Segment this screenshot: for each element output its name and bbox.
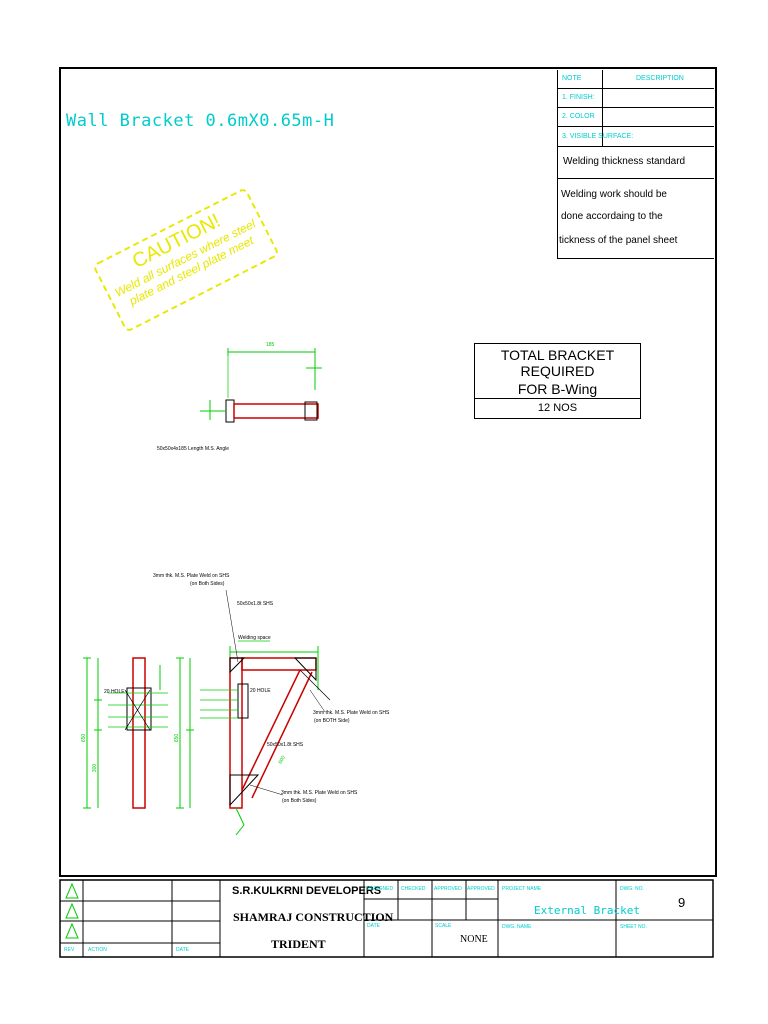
tb-approved-2: APPROVED bbox=[467, 886, 495, 892]
notes-header-description: DESCRIPTION bbox=[636, 75, 684, 82]
tb-rev: REV bbox=[64, 947, 75, 953]
drawing-frame bbox=[59, 67, 717, 877]
plate-weld-diag-label: 3mm thk. M.S. Plate Weld on SHS bbox=[313, 710, 390, 716]
title-block-lines bbox=[59, 879, 714, 958]
welding-space-label: Welding space bbox=[238, 635, 271, 641]
tb-sheet-no-label: SHEET NO. bbox=[620, 924, 647, 930]
tb-date-col: DATE bbox=[176, 947, 189, 953]
revision-triangles bbox=[65, 882, 79, 939]
tb-dwg-no-label: DWG. NO. bbox=[620, 886, 644, 892]
drawing-title: Wall Bracket 0.6mX0.65m-H bbox=[66, 111, 335, 131]
tb-action: ACTION bbox=[88, 947, 107, 953]
tb-project-name-label: PROJECT NAME bbox=[502, 886, 542, 892]
shs-diag-label: 50x50x1.8t SHS bbox=[267, 742, 304, 748]
bracket-required-line1: TOTAL BRACKET REQUIRED bbox=[500, 347, 615, 379]
notes-col-divider bbox=[602, 70, 603, 146]
tb-designed: DESIGNED bbox=[367, 886, 394, 892]
bracket-required-box: TOTAL BRACKET REQUIRED FOR B-Wing 12 NOS bbox=[474, 343, 641, 419]
notes-row-color: 2. COLOR bbox=[558, 108, 714, 127]
bracket-box-divider bbox=[475, 398, 640, 399]
angle-member-view bbox=[200, 348, 322, 423]
hole-right-label: 20 HOLE bbox=[250, 688, 271, 694]
notes-header-row: NOTE DESCRIPTION bbox=[558, 70, 714, 89]
front-elevation-view bbox=[176, 589, 331, 836]
notes-header-note: NOTE bbox=[562, 75, 582, 82]
plate-weld-diag-label-b: (on BOTH Side) bbox=[314, 718, 350, 724]
tb-checked: CHECKED bbox=[401, 886, 426, 892]
hole-left-label: 20 HOLE bbox=[104, 689, 125, 695]
tb-project-line1: SHAMRAJ CONSTRUCTION bbox=[233, 910, 394, 924]
notes-welding-standard: Welding thickness standard bbox=[563, 156, 686, 167]
notes-welding-work-3: tickness of the panel sheet bbox=[559, 235, 678, 246]
angle-label: 50x50x4x185 Length M.S. Angle bbox=[157, 446, 229, 452]
top-dim-label: 185 bbox=[266, 342, 275, 348]
dim-650-left: 650 bbox=[81, 733, 88, 743]
dim-300: 300 bbox=[92, 763, 99, 773]
notes-row-visible: 3. VISIBLE SURFACE: bbox=[558, 127, 714, 147]
plate-weld-label-1b: (on Both Sides) bbox=[190, 581, 225, 587]
dim-650-right: 650 bbox=[174, 733, 181, 743]
plate-weld-label-2: 3mm thk. M.S. Plate Weld on SHS bbox=[281, 790, 358, 796]
notes-row-welding-work: Welding work should be done accordaing t… bbox=[558, 179, 714, 257]
plate-weld-label-2b: (on Both Sides) bbox=[282, 798, 317, 804]
tb-project-line2: TRIDENT bbox=[271, 937, 326, 951]
bracket-quantity: 12 NOS bbox=[537, 402, 578, 414]
tb-date-label: DATE bbox=[367, 923, 380, 929]
notes-welding-work-2: done accordaing to the bbox=[561, 211, 663, 222]
notes-color-label: 2. COLOR bbox=[562, 113, 595, 120]
notes-visible-label: 3. VISIBLE SURFACE: bbox=[562, 133, 634, 140]
bracket-required-line2: FOR B-Wing bbox=[517, 381, 598, 397]
tb-dwg-no-value: 9 bbox=[678, 895, 686, 910]
notes-finish-label: 1. FINISH: bbox=[562, 94, 595, 101]
tb-dwg-name-label: DWG. NAME bbox=[502, 924, 532, 930]
tb-approved-1: APPROVED bbox=[434, 886, 462, 892]
notes-row-welding-standard: Welding thickness standard bbox=[558, 147, 714, 179]
side-elevation-view bbox=[83, 657, 168, 809]
notes-table: NOTE DESCRIPTION 1. FINISH: 2. COLOR 3. … bbox=[557, 70, 714, 259]
shs-top-label: 50x50x1.8t SHS bbox=[237, 601, 274, 607]
tb-scale-label: SCALE bbox=[435, 923, 452, 929]
tb-project-name-value: External Bracket bbox=[534, 904, 640, 917]
notes-row-finish: 1. FINISH: bbox=[558, 89, 714, 108]
tb-company: S.R.KULKRNI DEVELOPERS bbox=[232, 885, 382, 897]
tb-scale-value: NONE bbox=[460, 934, 488, 945]
plate-weld-label-1: 3mm thk. M.S. Plate Weld on SHS bbox=[153, 573, 230, 579]
notes-welding-work-1: Welding work should be bbox=[561, 189, 667, 200]
